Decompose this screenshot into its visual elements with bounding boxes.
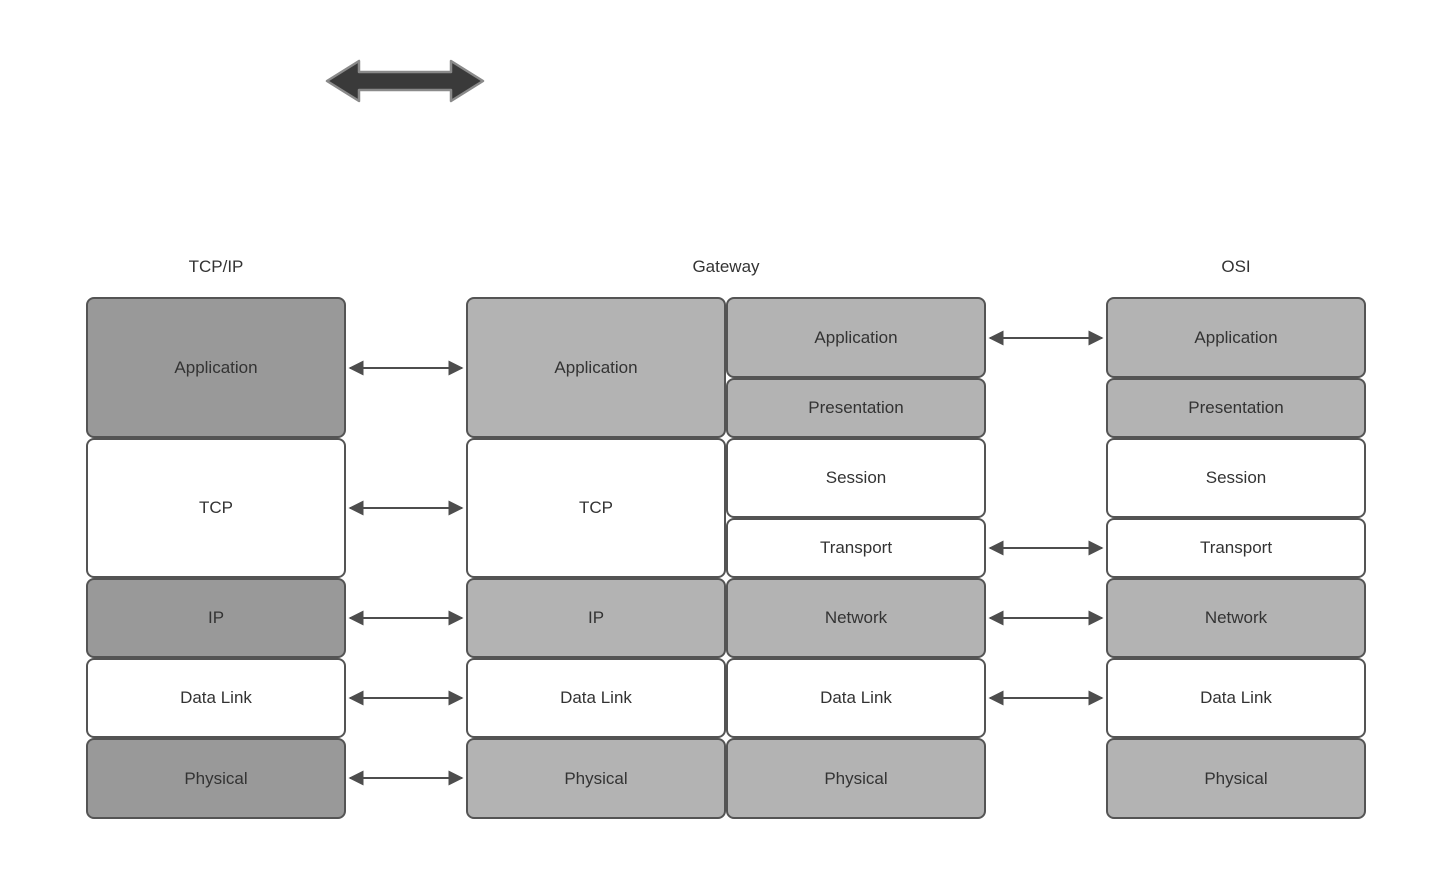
gateway-left-layer-data-link: Data Link (466, 658, 726, 738)
column-header-gateway: Gateway (692, 257, 760, 276)
column-header-osi: OSI (1221, 257, 1251, 276)
double-arrow-icon (325, 59, 485, 103)
gateway-left-layer-ip: IP (466, 578, 726, 658)
tcpip-layer-physical: Physical (86, 738, 346, 819)
tcpip-layer-ip: IP (86, 578, 346, 658)
tcpip-layer-tcp: TCP (86, 438, 346, 578)
osi-layer-session: Session (1106, 438, 1366, 518)
gateway-right-layer-physical: Physical (726, 738, 986, 819)
gateway-left-layer-physical: Physical (466, 738, 726, 819)
osi-layer-transport: Transport (1106, 518, 1366, 578)
osi-layer-network: Network (1106, 578, 1366, 658)
gateway-right-layer-application: Application (726, 297, 986, 378)
tcpip-layer-application: Application (86, 297, 346, 438)
gateway-right-layer-transport: Transport (726, 518, 986, 578)
column-header-tcpip: TCP/IP (188, 257, 244, 276)
tcpip-layer-data-link: Data Link (86, 658, 346, 738)
gateway-right-layer-data-link: Data Link (726, 658, 986, 738)
gateway-right-layer-session: Session (726, 438, 986, 518)
osi-layer-physical: Physical (1106, 738, 1366, 819)
osi-layer-data-link: Data Link (1106, 658, 1366, 738)
osi-layer-application: Application (1106, 297, 1366, 378)
osi-layer-presentation: Presentation (1106, 378, 1366, 438)
gateway-right-layer-network: Network (726, 578, 986, 658)
gateway-left-layer-application: Application (466, 297, 726, 438)
gateway-left-layer-tcp: TCP (466, 438, 726, 578)
gateway-right-layer-presentation: Presentation (726, 378, 986, 438)
